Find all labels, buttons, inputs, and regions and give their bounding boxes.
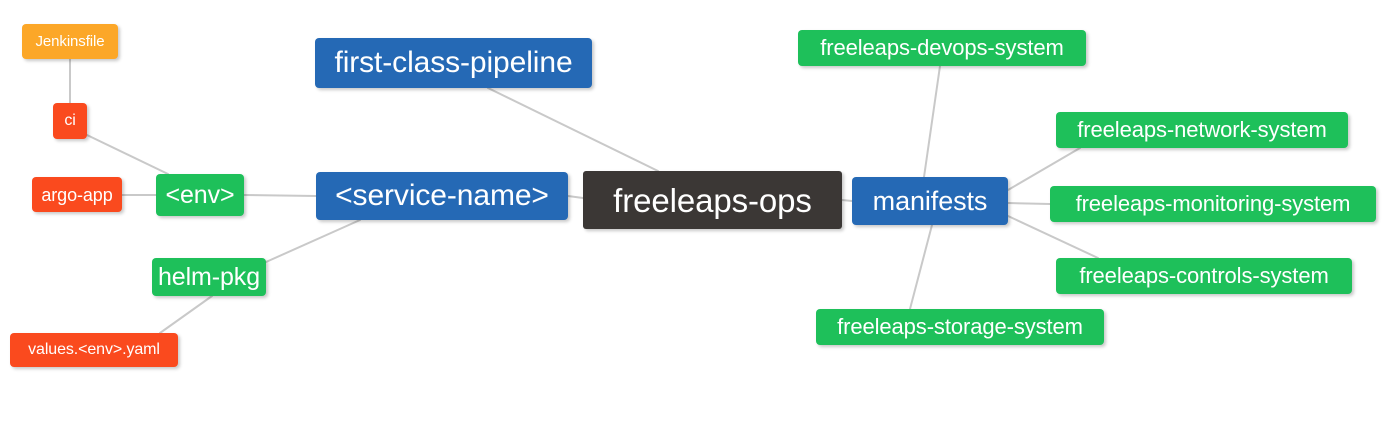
node-network[interactable]: freeleaps-network-system: [1056, 112, 1348, 148]
edge-env-to-service-name: [243, 194, 317, 197]
node-label: freeleaps-controls-system: [1079, 263, 1329, 288]
node-controls[interactable]: freeleaps-controls-system: [1056, 258, 1352, 294]
node-label: freeleaps-network-system: [1077, 117, 1327, 142]
node-label: freeleaps-storage-system: [837, 314, 1083, 339]
edge-manifests-to-monitoring: [1007, 202, 1051, 205]
node-label: freeleaps-monitoring-system: [1075, 191, 1351, 216]
edge-manifests-to-storage: [909, 224, 933, 310]
node-values-yaml[interactable]: values.<env>.yaml: [10, 333, 178, 367]
edge-helm-pkg-to-service-name: [265, 219, 361, 263]
node-storage[interactable]: freeleaps-storage-system: [816, 309, 1104, 345]
edge-manifests-to-network: [1007, 147, 1081, 191]
node-label: freeleaps-devops-system: [820, 35, 1064, 60]
node-label: manifests: [872, 185, 988, 216]
edge-ci-to-env: [86, 134, 169, 175]
node-jenkinsfile[interactable]: Jenkinsfile: [22, 24, 118, 59]
node-root[interactable]: freeleaps-ops: [583, 171, 842, 229]
node-label: first-class-pipeline: [334, 46, 573, 79]
node-label: <env>: [165, 180, 235, 209]
node-label: values.<env>.yaml: [28, 341, 160, 358]
node-pipeline[interactable]: first-class-pipeline: [315, 38, 592, 88]
edge-root-to-manifests: [841, 199, 853, 202]
node-label: Jenkinsfile: [35, 33, 105, 50]
edge-manifests-to-devops: [923, 65, 941, 178]
edge-pipeline-to-root: [487, 87, 659, 172]
node-label: <service-name>: [335, 179, 549, 212]
node-devops[interactable]: freeleaps-devops-system: [798, 30, 1086, 66]
edge-manifests-to-controls: [1007, 215, 1099, 259]
node-label: freeleaps-ops: [613, 181, 812, 219]
node-monitoring[interactable]: freeleaps-monitoring-system: [1050, 186, 1376, 222]
node-argo-app[interactable]: argo-app: [32, 177, 122, 212]
node-label: ci: [64, 112, 76, 129]
node-label: argo-app: [41, 184, 113, 205]
node-ci[interactable]: ci: [53, 103, 87, 139]
node-label: helm-pkg: [157, 262, 261, 291]
node-env[interactable]: <env>: [156, 174, 244, 216]
edge-service-name-to-root: [567, 195, 584, 199]
node-service-name[interactable]: <service-name>: [316, 172, 568, 220]
node-helm-pkg[interactable]: helm-pkg: [152, 258, 266, 296]
edge-values-yaml-to-helm-pkg: [159, 295, 213, 334]
node-manifests[interactable]: manifests: [852, 177, 1008, 225]
